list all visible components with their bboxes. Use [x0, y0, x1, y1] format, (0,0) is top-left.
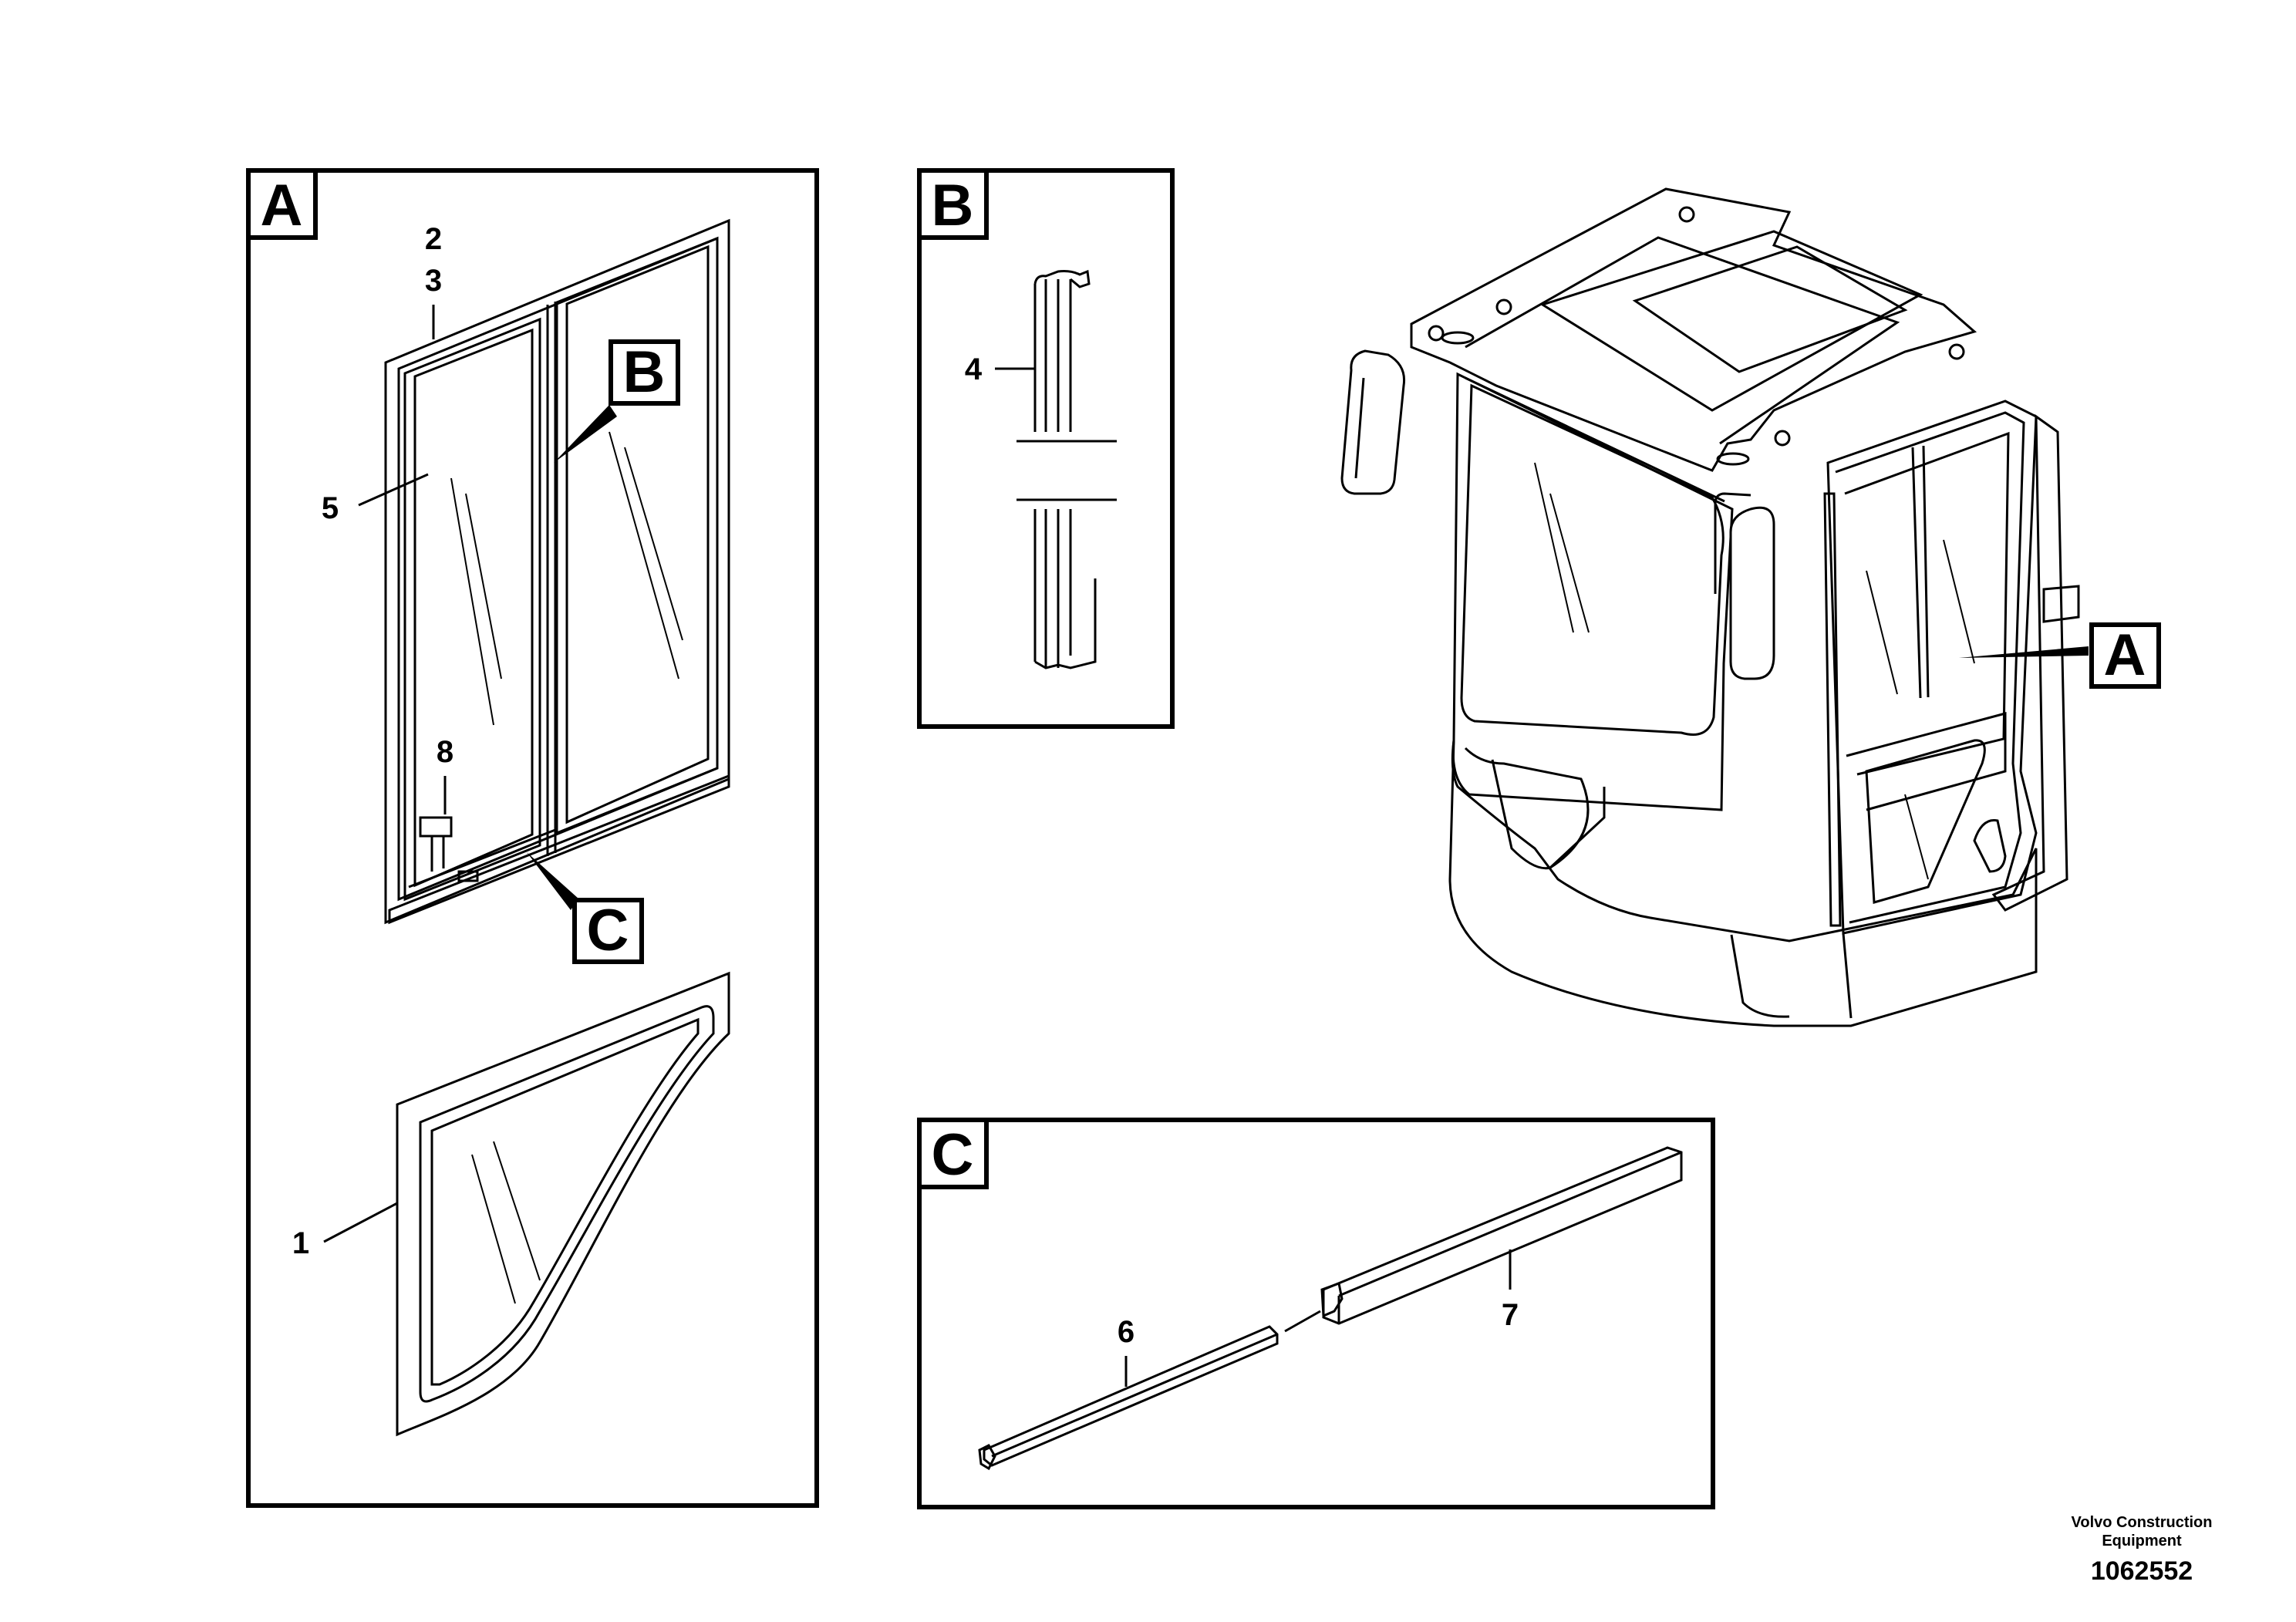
detail-panel-b — [917, 168, 1175, 729]
company-name: Volvo Construction Equipment — [2071, 1514, 2213, 1549]
part-label-5: 5 — [322, 491, 339, 525]
callout-b-letter: B — [623, 339, 666, 405]
callout-b-box — [609, 339, 680, 406]
callout-a-letter: A — [2104, 622, 2146, 688]
part-label-1: 1 — [292, 1226, 309, 1260]
part-label-7: 7 — [1502, 1298, 1519, 1332]
cab-overview — [1340, 187, 2080, 1027]
drawing-number: 1062552 — [2090, 1556, 2193, 1586]
quarter-window — [396, 971, 730, 1437]
part-label-6: 6 — [1118, 1315, 1135, 1349]
sliding-window-frame — [384, 218, 730, 925]
callout-c-arrow — [527, 852, 578, 910]
callout-a-arrow — [1959, 646, 2089, 658]
rail-joint-dash — [1284, 1310, 1321, 1333]
rubber-seal-profile — [1017, 269, 1117, 669]
panel-a-leaders — [323, 305, 447, 1243]
detail-panel-c — [917, 1118, 1715, 1509]
panel-c-leaders — [1124, 1249, 1512, 1387]
panel-a-letter: A — [261, 173, 303, 238]
guide-rail-short — [978, 1325, 1279, 1471]
part-label-8: 8 — [437, 735, 453, 769]
callout-c-box — [572, 898, 644, 964]
part-label-4: 4 — [965, 352, 983, 386]
title-block: Volvo Construction Equipment 1062552 — [2049, 1513, 2234, 1587]
callout-c-letter: C — [587, 898, 629, 963]
part-label-3: 3 — [425, 264, 442, 298]
callout-b-arrow — [554, 405, 617, 463]
panel-b-letter: B — [932, 173, 974, 238]
callout-a-box — [2089, 622, 2161, 689]
detail-panel-a — [246, 168, 819, 1508]
part-label-2: 2 — [425, 222, 442, 256]
panel-c-letter: C — [932, 1122, 974, 1188]
guide-rail-long — [1320, 1146, 1683, 1325]
